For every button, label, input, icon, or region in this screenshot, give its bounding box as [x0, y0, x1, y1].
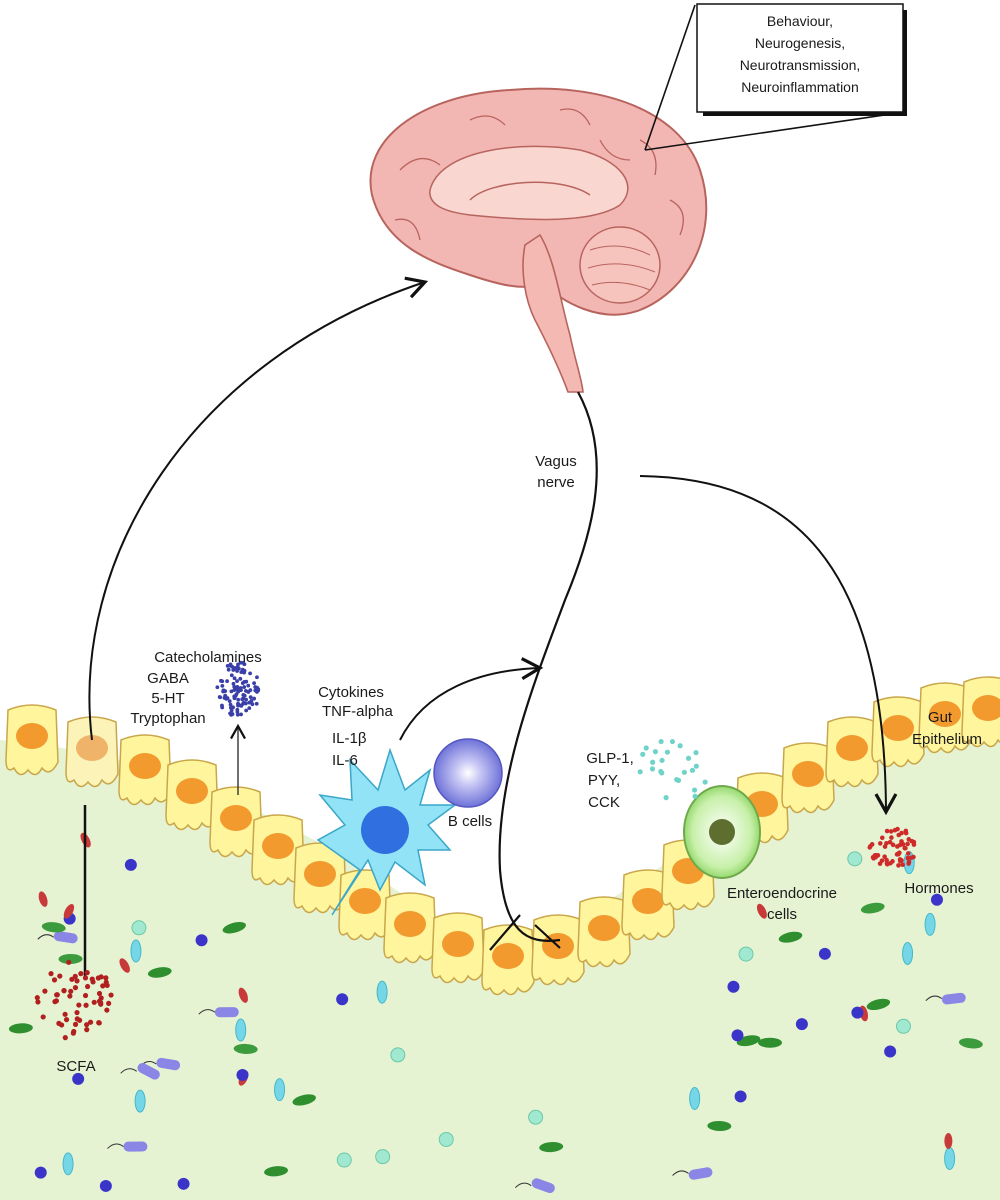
- b-cell: [433, 738, 503, 808]
- epithelial-cell: [118, 734, 172, 806]
- tryptophan-label: Tryptophan: [130, 710, 205, 727]
- scfa-dots: [34, 959, 114, 1041]
- epithelial-cell: [383, 892, 437, 964]
- brain-to-hormones-arrow: [639, 475, 898, 816]
- enteroendocrine-label-line-1: Enteroendocrine: [727, 885, 837, 902]
- epithelial-cell: [781, 742, 835, 814]
- dendritic-cell: [316, 747, 458, 916]
- vagus-nerve-branch: [489, 914, 561, 951]
- scfa-to-brain-arrow: [88, 276, 429, 741]
- epithelial-cell: [209, 786, 263, 858]
- callout-line-1: Behaviour,: [767, 13, 833, 29]
- gaba-label: GABA: [147, 670, 189, 687]
- gut-epithelium-label-line-2: Epithelium: [912, 731, 982, 748]
- epithelial-cell: [251, 814, 305, 886]
- epithelial-cell: [5, 704, 59, 776]
- vagus-label-line-1: Vagus: [535, 453, 576, 470]
- brain-effects-callout: Behaviour, Neurogenesis, Neurotransmissi…: [644, 3, 907, 151]
- epithelial-cell: [165, 759, 219, 831]
- epithelial-cell: [825, 716, 879, 788]
- brain: [369, 87, 708, 393]
- vagus-nerve-path: [498, 391, 598, 942]
- il-1b-label: IL-1β: [332, 730, 367, 747]
- epithelial-cell: [961, 676, 1000, 748]
- gut-peptide-dots: [637, 738, 708, 801]
- epithelial-cell: [621, 869, 675, 941]
- epithelial-cell: [918, 682, 972, 754]
- scfa-label: SCFA: [56, 1058, 95, 1075]
- b-cells-label: B cells: [448, 813, 492, 830]
- serotonin-label: 5-HT: [151, 690, 184, 707]
- callout-line-2: Neurogenesis,: [755, 35, 845, 51]
- epithelial-cell: [65, 716, 119, 788]
- glp1-label: GLP-1,: [586, 750, 634, 767]
- enteroendocrine-cell: [683, 785, 761, 879]
- hormones-label: Hormones: [904, 880, 973, 897]
- epithelial-cell: [431, 912, 485, 984]
- il-6-label: IL-6: [332, 752, 358, 769]
- gut-epithelium-label-line-1: Gut: [928, 709, 953, 726]
- epithelial-cell: [531, 914, 585, 986]
- cytokine-to-vagus-arrow: [399, 657, 544, 741]
- catecholamines-label: Catecholamines: [154, 649, 262, 666]
- enteroendocrine-label-line-2: cells: [767, 906, 797, 923]
- cytokines-label: Cytokines: [318, 684, 384, 701]
- epithelial-cell: [338, 869, 392, 941]
- gut-microbiota: [8, 832, 983, 1194]
- neurotransmitter-dots: [215, 660, 261, 717]
- cck-label: CCK: [588, 794, 620, 811]
- callout-line-4: Neuroinflammation: [741, 79, 859, 95]
- callout-line-3: Neurotransmission,: [740, 57, 861, 73]
- pyy-label: PYY,: [588, 772, 620, 789]
- vagus-label-line-2: nerve: [537, 474, 575, 491]
- tnf-alpha-label: TNF-alpha: [322, 703, 394, 720]
- hormone-dots: [867, 826, 917, 868]
- epithelial-cell: [293, 842, 347, 914]
- epithelial-cell: [481, 924, 535, 996]
